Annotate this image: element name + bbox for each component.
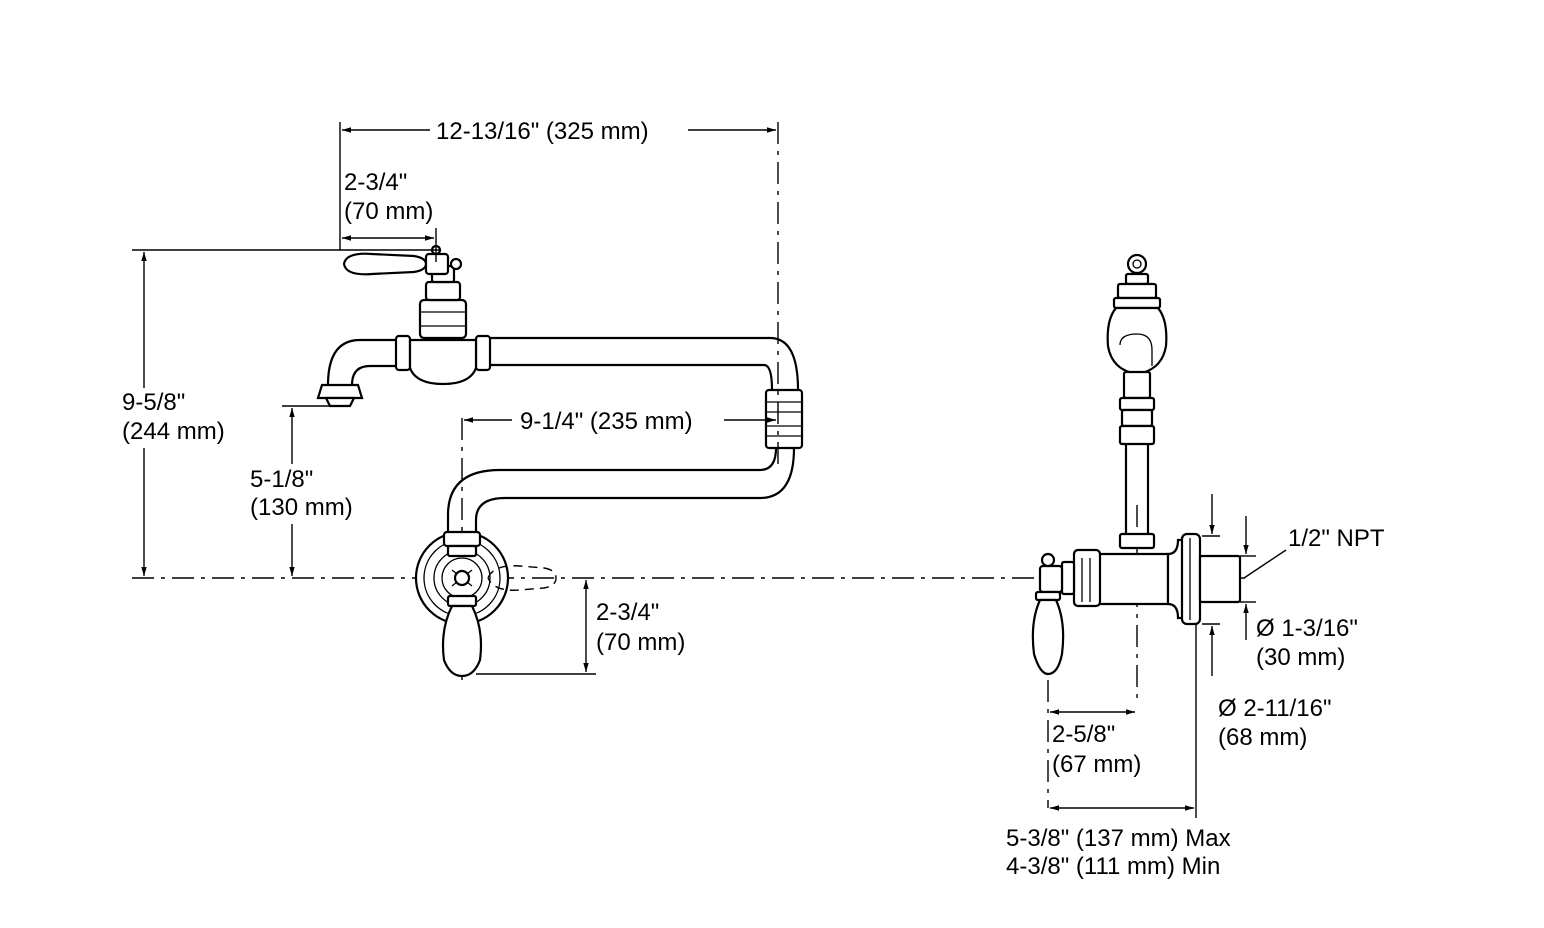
label-lower-handle-mm: (70 mm) <box>596 629 685 656</box>
dim-spout-height <box>282 405 342 576</box>
label-projection-max: 5-3/8" (137 mm) Max <box>1006 825 1231 852</box>
label-arm-reach: 9-1/4" (235 mm) <box>520 408 693 435</box>
label-projection-min: 4-3/8" (111 mm) Min <box>1006 853 1220 880</box>
side-view-faucet <box>1031 253 1242 676</box>
dim-total-height <box>132 249 440 576</box>
dim-projection <box>1050 624 1197 818</box>
label-overall-reach: 12-13/16" (325 mm) <box>436 118 649 145</box>
dim-flange-dia <box>1202 623 1220 676</box>
dim-npt <box>1202 494 1287 579</box>
label-flange-dia-mm: (68 mm) <box>1218 724 1307 751</box>
label-npt: 1/2" NPT <box>1288 525 1385 552</box>
label-spout-height-mm: (130 mm) <box>250 494 353 521</box>
label-lower-handle-in: 2-3/4" <box>596 599 659 626</box>
label-spout-height-in: 5-1/8" <box>250 466 313 493</box>
dim-lower-handle <box>476 580 596 675</box>
label-flange-dia-in: Ø 2-11/16" <box>1218 695 1331 722</box>
label-total-height-in: 9-5/8" <box>122 389 185 416</box>
label-inlet-dia-mm: (30 mm) <box>1256 644 1345 671</box>
label-total-height-mm: (244 mm) <box>122 418 225 445</box>
label-inlet-dia-in: Ø 1-3/16" <box>1256 615 1358 642</box>
label-side-offset-mm: (67 mm) <box>1052 751 1141 778</box>
dim-handle-offset <box>342 228 437 262</box>
label-side-offset-in: 2-5/8" <box>1052 721 1115 748</box>
label-handle-offset-in: 2-3/4" <box>344 169 407 196</box>
dim-inlet-dia <box>1240 516 1256 640</box>
dim-overall-reach <box>339 122 779 470</box>
front-view-faucet <box>316 244 804 678</box>
label-handle-offset-mm: (70 mm) <box>344 198 433 225</box>
